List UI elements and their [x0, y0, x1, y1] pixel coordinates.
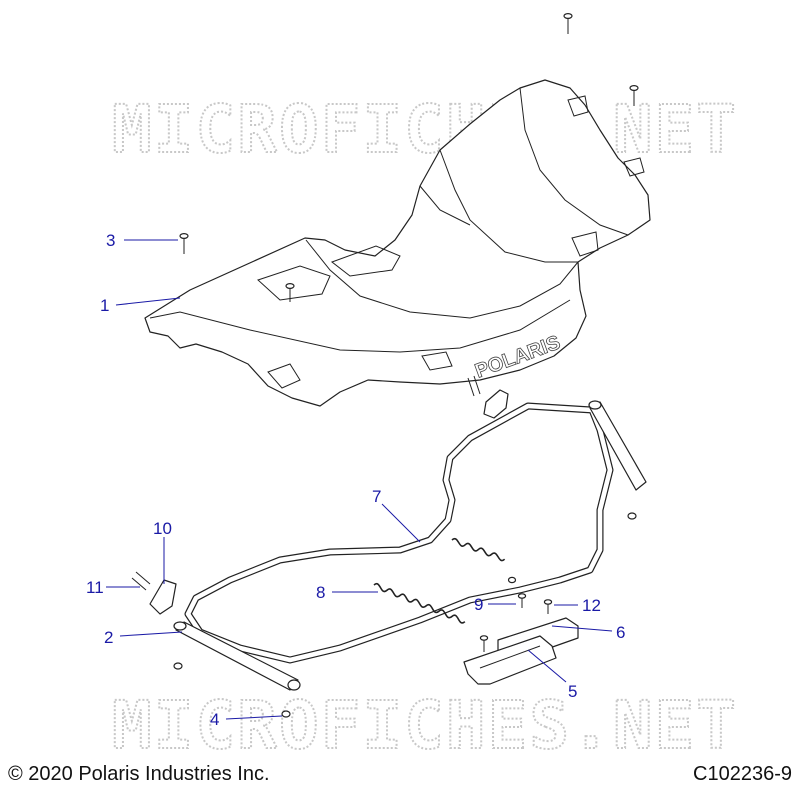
- screw-lower: [479, 635, 489, 652]
- drawing-id: C102236-9: [693, 763, 792, 785]
- callout-3: 3: [106, 231, 115, 250]
- callout-10: 10: [153, 519, 172, 538]
- nut-right: [627, 512, 637, 520]
- rack-frame: [184, 402, 614, 664]
- screw-top-1: [563, 13, 573, 34]
- callout-5: 5: [568, 682, 577, 701]
- latch-bracket-10: [131, 571, 177, 615]
- rod-right: [588, 400, 647, 491]
- watermark-bottom: MICROFICHES.NET: [112, 687, 738, 764]
- callout-6: 6: [616, 623, 625, 642]
- screw-top-2: [629, 84, 639, 106]
- rod-2: [173, 621, 301, 691]
- screw-panel-mid: [285, 283, 295, 302]
- callout-4: 4: [210, 710, 219, 729]
- spring-8: [373, 582, 466, 624]
- callout-9: 9: [474, 595, 483, 614]
- callout-1: 1: [100, 296, 109, 315]
- screw-9: [517, 593, 527, 608]
- screw-12: [543, 599, 553, 614]
- watermark-top: MICROFICHES.NET: [112, 91, 738, 168]
- nut-4: [281, 710, 291, 718]
- screw-3: [179, 233, 189, 254]
- callout-7: 7: [372, 487, 381, 506]
- spring-upper: [451, 537, 506, 562]
- callout-8: 8: [316, 583, 325, 602]
- nut-mid: [507, 576, 517, 584]
- leader-lines: [106, 239, 613, 720]
- callout-12: 12: [582, 596, 601, 615]
- copyright-text: © 2020 Polaris Industries Inc.: [8, 763, 270, 785]
- latch-bracket-upper: [467, 375, 509, 419]
- latch-housing-5: [463, 635, 557, 685]
- callout-2: 2: [104, 628, 113, 647]
- callout-11: 11: [86, 578, 104, 597]
- nut-2: [173, 662, 183, 670]
